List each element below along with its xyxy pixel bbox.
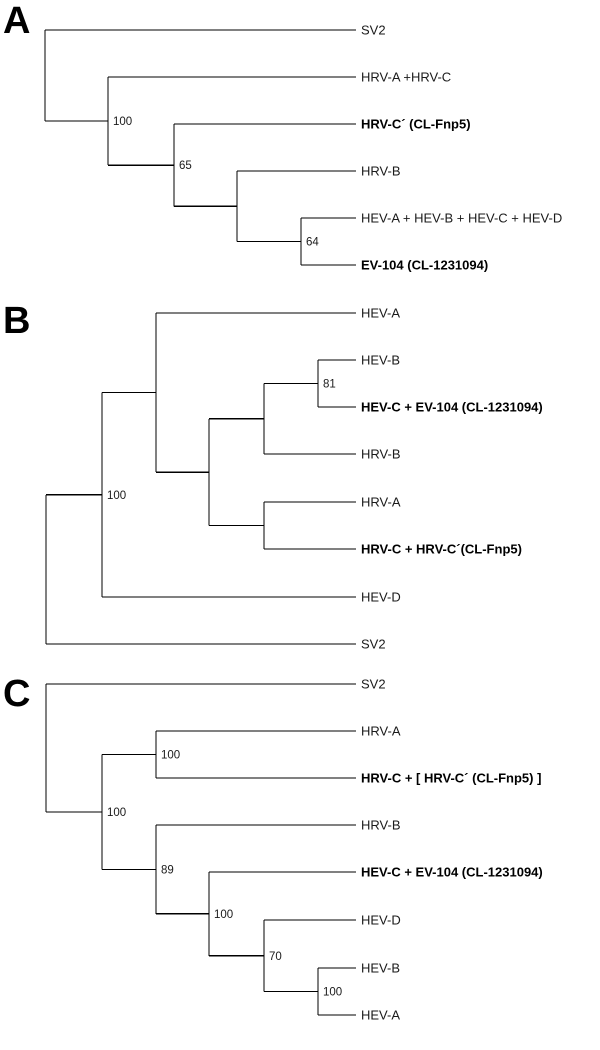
leaf-label-l4: HRV-B: [361, 164, 401, 179]
bootstrap-value-n5: 81: [323, 379, 336, 391]
leaf-label-l4: HRV-B: [361, 447, 401, 462]
tree-panel-c: SV2 100 100 HRV-A HRV-C + [ HRV-C´ (CL-Fnp5)…: [3, 673, 543, 1023]
panel-label: C: [3, 673, 30, 715]
leaf-label-l2: HEV-B: [361, 353, 400, 368]
leaf-label-l6: HRV-C + HRV-C´(CL-Fnp5): [361, 542, 522, 557]
leaf-label-l1: SV2: [361, 677, 386, 692]
leaf-label-l5: HEV-C + EV-104 (CL-1231094): [361, 865, 543, 880]
bootstrap-value-n2: 100: [161, 750, 180, 762]
bootstrap-value-n1: 100: [107, 807, 126, 819]
leaf-label-l2: HRV-A +HRV-C: [361, 70, 451, 85]
leaf-label-l5: HRV-A: [361, 495, 401, 510]
bootstrap-value-n1: 100: [107, 490, 126, 502]
bootstrap-value-n1: 100: [113, 116, 132, 128]
bootstrap-value-n4: 64: [306, 237, 319, 249]
leaf-label-l5: HEV-A + HEV-B + HEV-C + HEV-D: [361, 211, 562, 226]
bootstrap-value-n6: 100: [323, 987, 342, 999]
bootstrap-value-n3: 89: [161, 864, 174, 876]
leaf-label-l8: HEV-D: [361, 590, 401, 605]
bootstrap-value-n2: 65: [179, 160, 192, 172]
leaf-label-l6: EV-104 (CL-1231094): [361, 258, 488, 273]
leaf-label-l4: HRV-B: [361, 818, 401, 833]
leaf-label-l1: HEV-A: [361, 306, 400, 321]
leaf-label-l7: HEV-B: [361, 961, 400, 976]
leaf-label-l2: HRV-A: [361, 724, 401, 739]
leaf-label-l6: HEV-D: [361, 913, 401, 928]
bootstrap-value-n5: 70: [269, 951, 282, 963]
leaf-label-l8: HEV-A: [361, 1008, 400, 1023]
leaf-label-l9: SV2: [361, 637, 386, 652]
tree-panel-b: 100 HEV-A 81 HEV-B HEV-C + EV-104 (CL-123109…: [3, 300, 543, 652]
panel-label: B: [3, 300, 30, 342]
leaf-label-l3: HRV-C + [ HRV-C´ (CL-Fnp5) ]: [361, 771, 541, 786]
panel-label: A: [3, 0, 30, 42]
leaf-label-l1: SV2: [361, 23, 386, 38]
leaf-label-l3: HRV-C´ (CL-Fnp5): [361, 117, 471, 132]
tree-panel-a: SV2 100 HRV-A +HRV-C 65 HRV-C´ (CL-Fnp5) HRV-…: [3, 0, 562, 273]
bootstrap-value-n4: 100: [214, 909, 233, 921]
leaf-label-l3: HEV-C + EV-104 (CL-1231094): [361, 400, 543, 415]
